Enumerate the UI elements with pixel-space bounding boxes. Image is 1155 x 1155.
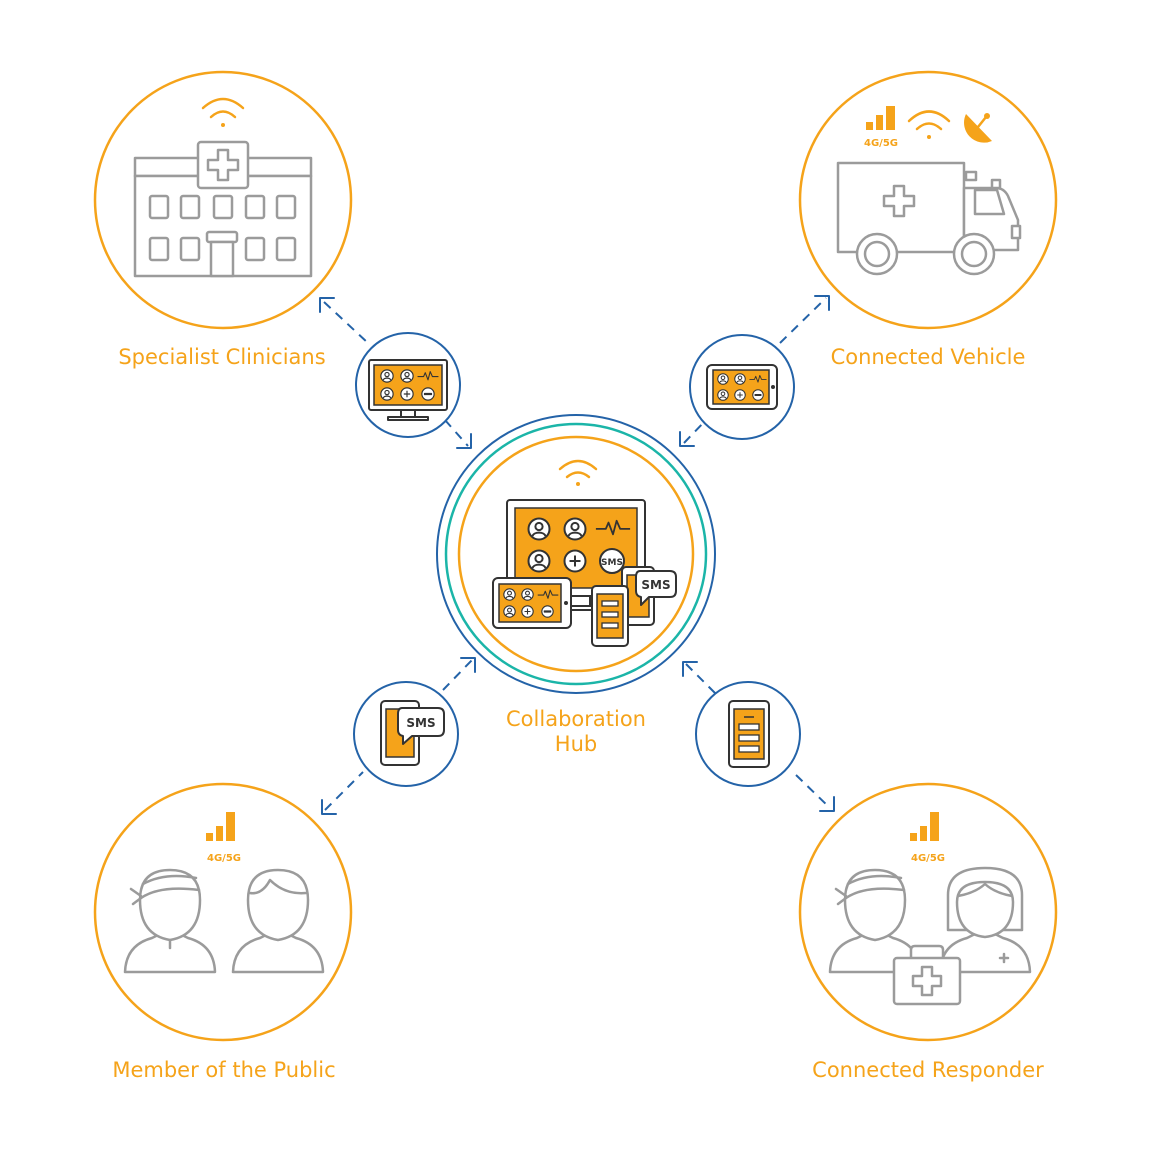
vehicle-ring xyxy=(798,70,1058,330)
connector-public xyxy=(321,657,476,815)
monitor-icon xyxy=(368,359,448,421)
connectors xyxy=(319,295,835,815)
node-member-of-public: 4G/5G Member of the Public xyxy=(93,782,353,1082)
tablet-icon xyxy=(706,364,778,410)
vehicle-network-label: 4G/5G xyxy=(864,138,898,149)
public-label: Member of the Public xyxy=(112,1058,335,1082)
connector-specialist xyxy=(319,297,472,449)
hub-monitor-sms-text: SMS xyxy=(601,558,623,568)
connector-vehicle xyxy=(679,295,830,447)
wifi-icon xyxy=(201,97,245,127)
first-aid-kit-icon xyxy=(892,944,962,1006)
specialist-label: Specialist Clinicians xyxy=(118,345,325,369)
hospital-icon xyxy=(133,140,313,278)
signal-bars-icon xyxy=(206,812,235,841)
connector-responder xyxy=(682,661,835,812)
node-collaboration-hub: SMS xyxy=(436,414,716,756)
signal-bars-icon xyxy=(910,812,939,841)
tablet-icon xyxy=(492,577,572,629)
device-node-sms-phone: SMS xyxy=(353,681,459,787)
hub-bubble-sms-text: SMS xyxy=(641,578,670,592)
responder-label: Connected Responder xyxy=(812,1058,1044,1082)
node-connected-vehicle: 4G/5G Connected Vehicle xyxy=(798,70,1058,369)
sms-dot-icon: SMS xyxy=(599,548,625,574)
hub-teal-ring xyxy=(444,422,708,686)
device-node-tablet xyxy=(689,334,795,440)
node-connected-responder: 4G/5G Connected Responder xyxy=(798,782,1058,1082)
public-ring xyxy=(93,782,353,1042)
people-icon xyxy=(123,868,325,974)
hub-inner-ring xyxy=(457,435,695,673)
device-bubble-sms-text: SMS xyxy=(406,716,435,730)
specialist-ring xyxy=(93,70,353,330)
node-specialist-clinicians: Specialist Clinicians xyxy=(93,70,353,369)
phone-icon xyxy=(591,585,629,647)
hub-label-line1: Collaboration xyxy=(506,707,646,731)
sms-bubble-icon: SMS xyxy=(635,570,677,606)
public-network-label: 4G/5G xyxy=(207,853,241,864)
vehicle-label: Connected Vehicle xyxy=(831,345,1026,369)
device-node-monitor xyxy=(355,332,461,438)
responder-network-label: 4G/5G xyxy=(911,853,945,864)
phone-icon xyxy=(728,700,770,768)
satellite-dish-icon xyxy=(964,113,992,143)
wifi-icon xyxy=(558,459,598,486)
ambulance-icon xyxy=(836,161,1022,276)
device-node-phone xyxy=(695,681,801,787)
signal-bars-icon xyxy=(866,106,895,130)
wifi-icon xyxy=(907,110,951,139)
sms-bubble-icon: SMS xyxy=(397,707,445,745)
responder-ring xyxy=(798,782,1058,1042)
monitor-icon: SMS xyxy=(506,499,646,611)
hub-label-line2: Hub xyxy=(555,732,597,756)
